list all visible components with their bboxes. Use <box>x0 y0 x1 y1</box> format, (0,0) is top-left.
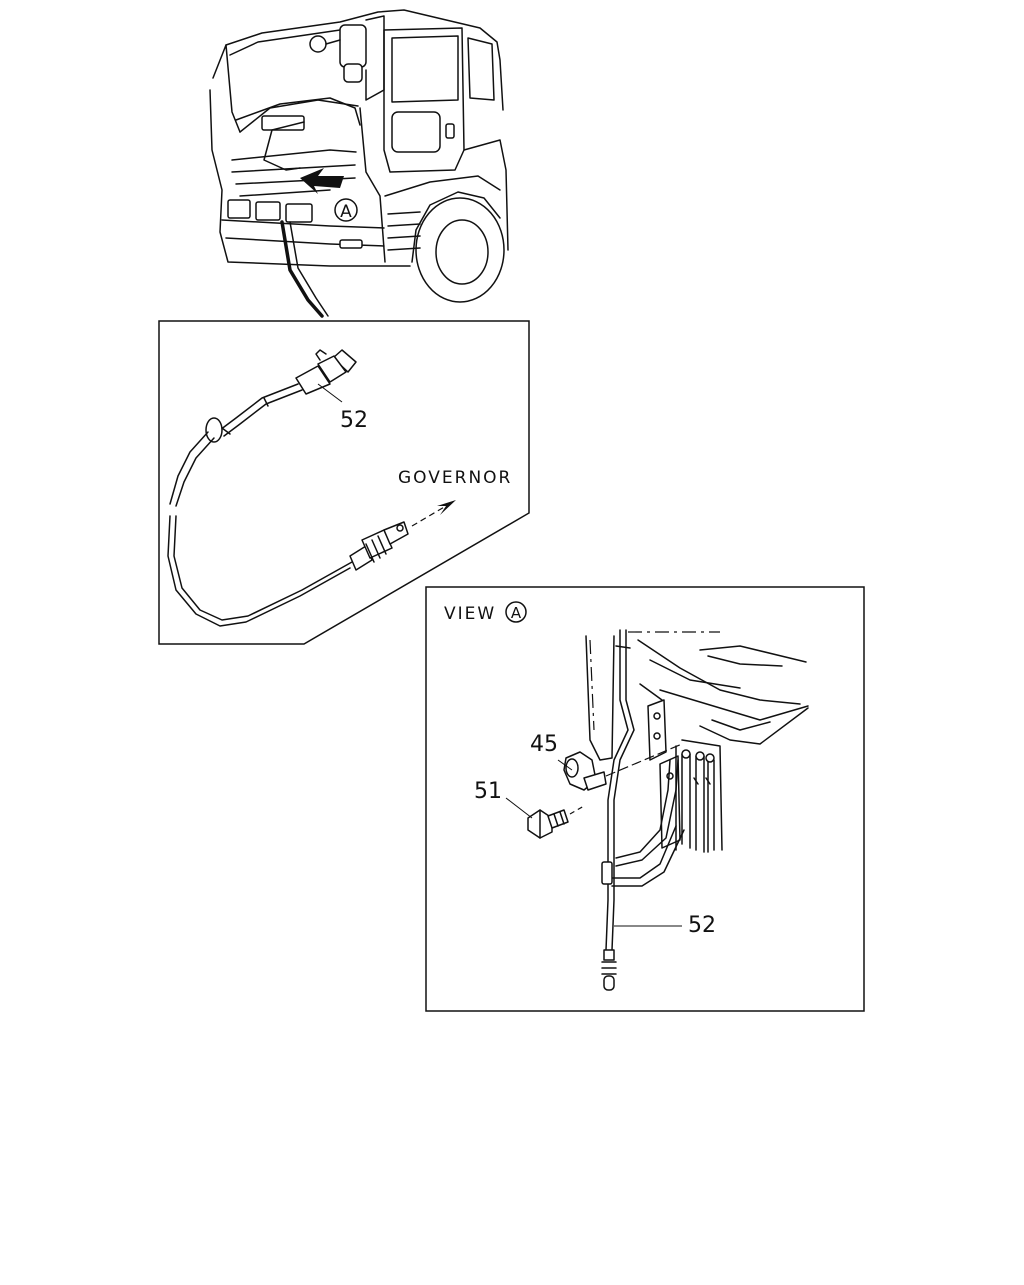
view-label: VIEW <box>444 604 496 624</box>
truck-cab-illustration: A <box>209 9 509 318</box>
cable-part-label: 52 <box>340 408 368 433</box>
view-a-panel: VIEW A <box>425 586 865 1012</box>
view-marker-circle <box>505 601 527 623</box>
governor-arrow-icon <box>437 500 456 515</box>
marker-a-circle <box>334 198 358 222</box>
view-marker-label: A <box>511 604 522 622</box>
bolt-part-label: 51 <box>474 779 502 804</box>
truck-marker-label: A <box>340 202 352 222</box>
pointer-arrow-icon <box>300 168 344 194</box>
cable-inset-panel: GOVERNOR 52 <box>158 320 530 645</box>
cable-detail-label: 52 <box>688 913 716 938</box>
governor-label: GOVERNOR <box>398 468 512 488</box>
clamp-part-label: 45 <box>530 732 558 757</box>
